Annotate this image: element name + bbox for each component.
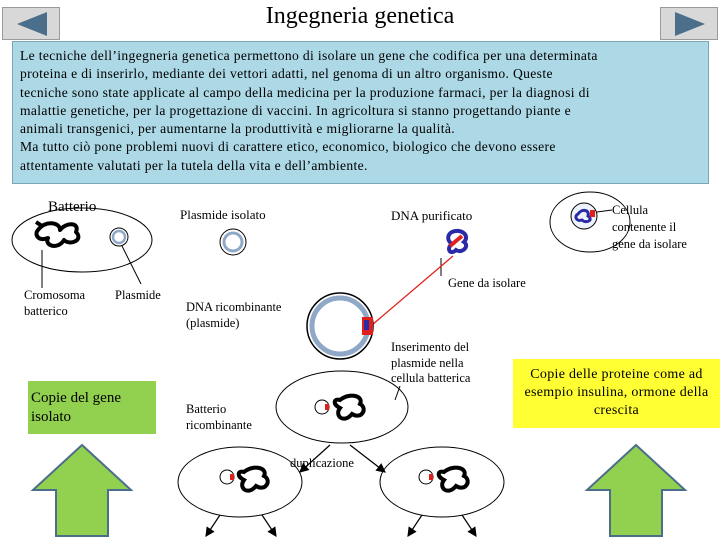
bacterium-cell	[12, 208, 152, 272]
daughter-cell-left	[178, 447, 302, 517]
copie-gene-box: Copie del gene isolato	[28, 381, 156, 434]
label-dna-ricombinante: DNA ricombinante (plasmide)	[186, 299, 306, 331]
label-duplicazione: duplicazione	[290, 455, 354, 471]
label-cellula-contenente: Cellula contenente il gene da isolare	[612, 202, 692, 253]
up-arrow-left	[33, 445, 131, 536]
label-plasmide: Plasmide	[115, 287, 161, 303]
label-batterio-ricombinante: Batterio ricombinante	[186, 401, 276, 433]
label-cromosoma: Cromosoma batterico	[24, 287, 104, 319]
up-arrow-right	[587, 445, 685, 536]
label-inserimento: Inserimento del plasmide nella cellula b…	[391, 340, 486, 387]
copie-proteine-box: Copie delle proteine come ad esempio ins…	[513, 359, 720, 428]
label-batterio: Batterio	[48, 199, 96, 215]
gene-transfer-line	[372, 256, 453, 325]
label-plasmide-isolato: Plasmide isolato	[180, 207, 266, 223]
label-dna-purificato: DNA purificato	[391, 208, 472, 224]
label-gene-da-isolare: Gene da isolare	[448, 275, 526, 291]
